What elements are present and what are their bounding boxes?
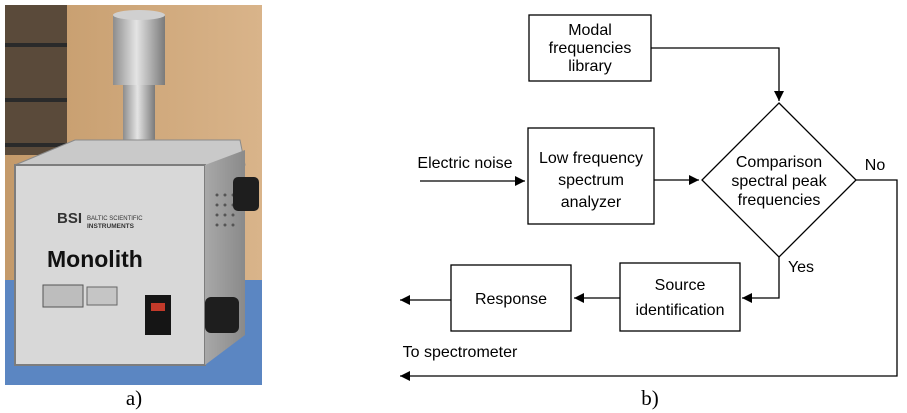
library-line-2: frequencies: [549, 40, 632, 57]
bsi-logo: BSI: [57, 210, 82, 227]
library-line-3: library: [568, 58, 612, 75]
analyzer-box: [527, 127, 655, 225]
response-box: [450, 264, 572, 332]
yes-branch-arrow: [742, 257, 780, 303]
comparison-line-3: frequencies: [738, 192, 821, 209]
detector-cap: [113, 15, 165, 85]
upper-handle: [233, 177, 259, 211]
caption-a: a): [125, 386, 143, 410]
instrument-photo: BSI BALTIC SCIENTIFIC INSTRUMENTS Monoli…: [5, 5, 262, 385]
power-switch: [145, 295, 171, 335]
comparison-line-1: Comparison: [736, 154, 822, 171]
library-box: [528, 14, 652, 82]
caption-b: b): [641, 386, 659, 410]
front-panel: [14, 164, 206, 366]
analyzer-line-2: spectrum: [558, 172, 624, 189]
shelf-background: [5, 5, 67, 155]
analyzer-line-3: analyzer: [561, 194, 622, 211]
comparison-line-2: spectral peak: [731, 173, 827, 190]
analyzer-line-1: Low frequency: [539, 150, 643, 167]
library-line-1: Modal: [568, 22, 612, 39]
yes-label: Yes: [788, 259, 814, 276]
source-line-1: Source: [655, 277, 706, 294]
response-label: Response: [475, 291, 547, 308]
library-to-comparison-arrow: [651, 47, 784, 101]
brand-line-2: INSTRUMENTS: [87, 223, 135, 230]
model-name: Monolith: [47, 246, 143, 272]
input-label: Electric noise: [417, 155, 512, 172]
no-branch-arrow: [400, 179, 898, 381]
source-box: [619, 262, 741, 332]
usb-port: [86, 286, 118, 306]
output-label: To spectrometer: [403, 344, 518, 361]
source-line-2: identification: [636, 302, 725, 319]
connector-panel: [42, 284, 84, 308]
svg-text:BSI: BSI: [57, 210, 82, 227]
lower-handle: [205, 297, 239, 333]
no-label: No: [865, 157, 886, 174]
brand-line-1: BALTIC SCIENTIFIC: [87, 216, 143, 222]
